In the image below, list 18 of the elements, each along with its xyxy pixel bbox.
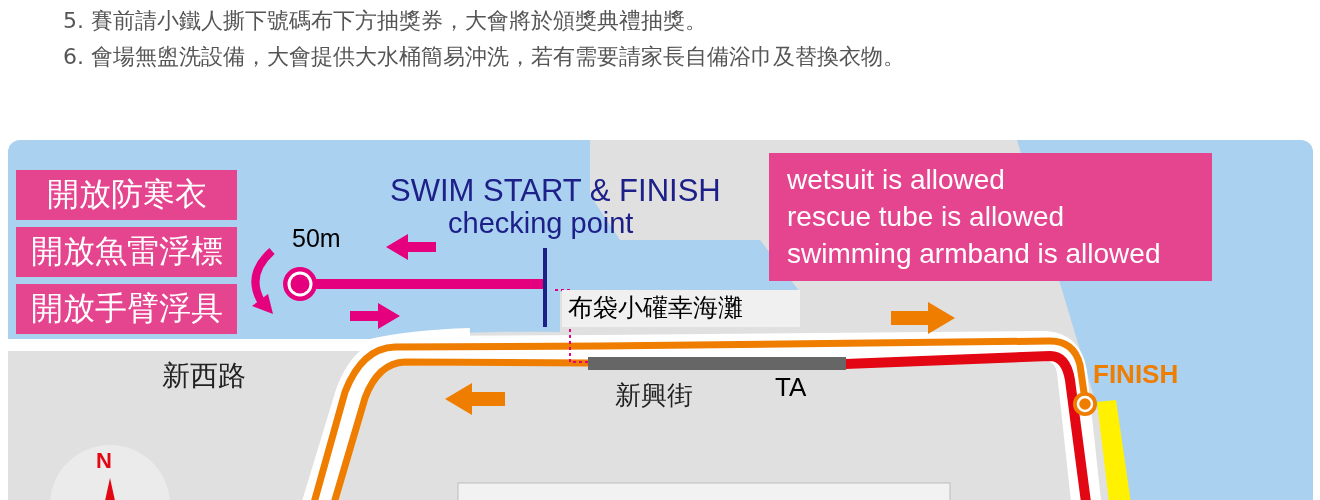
north-label: N — [96, 448, 112, 474]
place-label: 布袋小礶幸海灘 — [562, 290, 800, 327]
distance-label: 50m — [292, 224, 341, 253]
info-box: 開放手臂浮具 — [16, 284, 237, 334]
map-label: TA — [775, 373, 807, 403]
rule-text: wetsuit is allowed — [787, 163, 1006, 197]
note-text: 6. 會場無盥洗設備，大會提供大水桶簡易沖洗，若有需要請家長自備浴巾及替換衣物。 — [63, 44, 905, 70]
info-box — [769, 153, 1212, 281]
rule-text: rescue tube is allowed — [787, 200, 1066, 234]
heading-text: SWIM START & FINISH — [390, 173, 721, 209]
map-label: checking point — [448, 207, 634, 241]
finish-label: FINISH — [1093, 360, 1179, 390]
info-box: 開放防寒衣 — [16, 170, 237, 220]
street-label: 新興街 — [615, 381, 693, 411]
info-box: 開放魚雷浮標 — [16, 227, 237, 277]
street-label: 新西路 — [162, 360, 246, 393]
rule-text: swimming armband is allowed — [787, 237, 1162, 271]
note-text: 5. 賽前請小鐵人撕下號碼布下方抽獎券，大會將於頒獎典禮抽獎。 — [63, 8, 707, 34]
